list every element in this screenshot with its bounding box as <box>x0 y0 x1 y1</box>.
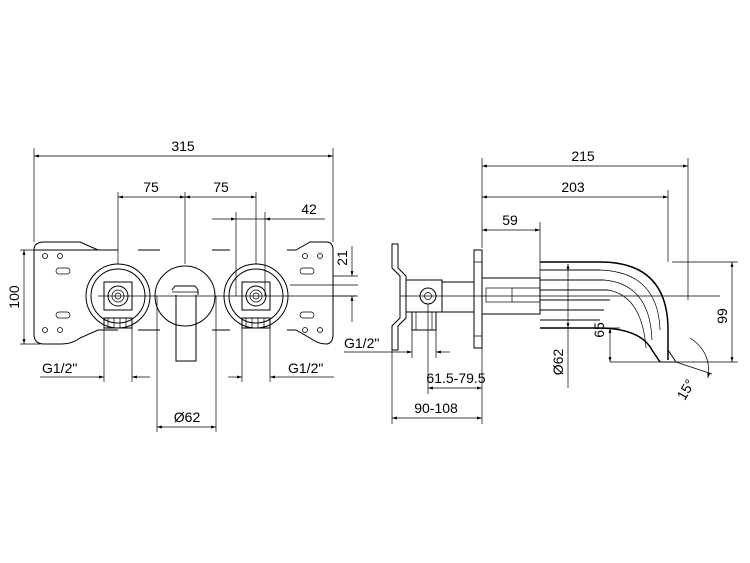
dim-thread-left: G1/2" <box>42 360 77 376</box>
dim-spout-reach: 203 <box>561 179 585 195</box>
spout <box>540 261 677 363</box>
dim-spout-total: 215 <box>571 148 595 164</box>
dim-angle: 15° <box>673 376 697 402</box>
wall-bracket <box>391 243 407 351</box>
dim-total-width: 315 <box>171 138 195 154</box>
dim-spacing-right: 75 <box>213 179 229 195</box>
plate-holes <box>42 253 323 333</box>
side-body <box>442 249 541 349</box>
front-view: 315 75 75 42 100 21 G1/2" G1/2" <box>6 138 358 432</box>
dim-top-offset: 21 <box>334 250 350 266</box>
side-connector <box>405 279 443 331</box>
dim-height: 100 <box>6 285 22 309</box>
center-mixer <box>154 265 216 362</box>
dim-depth-range: 61.5-79.5 <box>426 370 485 386</box>
dim-spout-height: 65 <box>591 322 607 338</box>
dim-spacing-left: 75 <box>143 179 159 195</box>
dim-right-offset: 42 <box>301 201 317 217</box>
dim-diameter-front: Ø62 <box>174 409 201 425</box>
mounting-plate <box>33 241 334 345</box>
dim-thread-right: G1/2" <box>288 360 323 376</box>
dim-spout-inner: 59 <box>502 212 518 228</box>
dim-thread-side: G1/2" <box>344 335 379 351</box>
side-view: 215 203 59 99 65 Ø62 15° G1/2" <box>344 148 738 424</box>
dim-install-range: 90-108 <box>414 400 458 416</box>
dim-diameter-side: Ø62 <box>550 349 566 376</box>
dim-spout-drop: 99 <box>714 308 730 324</box>
